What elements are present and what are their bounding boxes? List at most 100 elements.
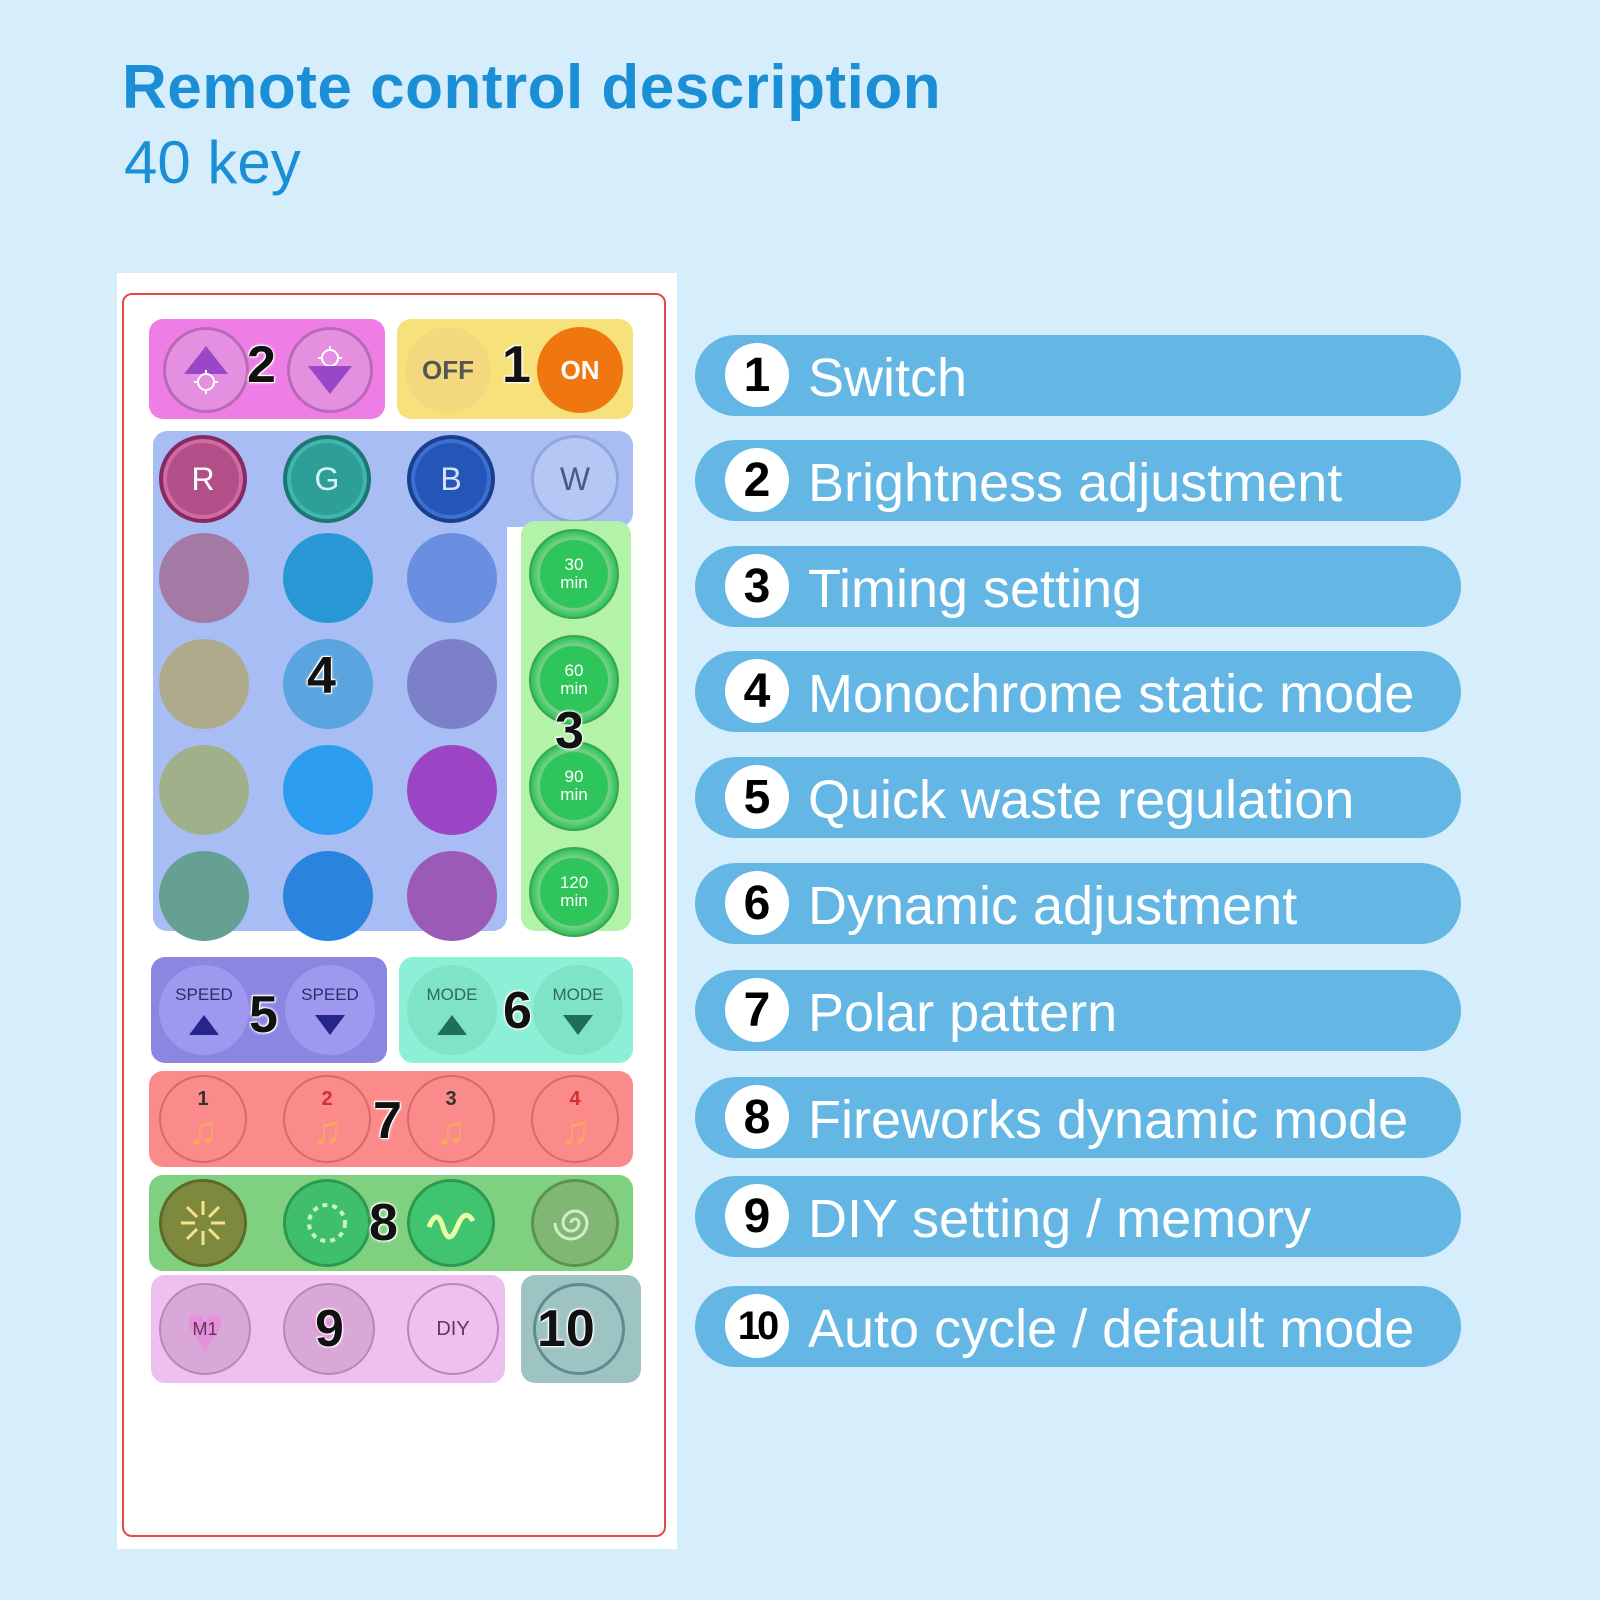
music-note-icon: ♫: [436, 1108, 466, 1153]
static-color-key[interactable]: [159, 745, 249, 835]
diy-label: DIY: [436, 1317, 470, 1340]
music-4-label: 4: [569, 1087, 581, 1110]
memory-heart-button[interactable]: ♥: [283, 1283, 375, 1375]
static-color-key[interactable]: [407, 533, 497, 623]
zone-number-8: 8: [369, 1194, 398, 1252]
legend-number: 10: [725, 1294, 789, 1358]
diy-button[interactable]: DIY: [407, 1283, 499, 1375]
speed-up-label: SPEED: [175, 985, 233, 1004]
legend-text: Quick waste regulation: [808, 770, 1355, 830]
page-subtitle: 40 key: [124, 129, 301, 196]
music-note-icon: ♫: [560, 1108, 590, 1153]
firework-4-button[interactable]: [531, 1179, 619, 1267]
legend-number: 2: [725, 448, 789, 512]
firework-ring-icon: [307, 1203, 347, 1243]
static-color-key[interactable]: [159, 533, 249, 623]
timer-30-value: 30: [564, 555, 584, 574]
legend-text: Auto cycle / default mode: [808, 1299, 1415, 1359]
off-button[interactable]: OFF: [405, 327, 491, 413]
page-title: Remote control description: [122, 53, 942, 122]
mode-down-button[interactable]: MODE: [533, 965, 623, 1055]
music-note-icon: ♫: [188, 1108, 218, 1153]
legend-row: 9 DIY setting / memory: [695, 1176, 1461, 1257]
static-color-key[interactable]: [159, 851, 249, 941]
heart-icon: ♥: [309, 1292, 349, 1366]
white-key-label: W: [559, 460, 591, 497]
blue-key[interactable]: B: [407, 435, 495, 523]
brightness-down-button[interactable]: [287, 327, 373, 413]
legend-number: 5: [725, 765, 789, 829]
music-1-label: 1: [197, 1087, 209, 1110]
legend-number: 7: [725, 978, 789, 1042]
legend-text: Timing setting: [808, 559, 1143, 619]
red-key[interactable]: R: [159, 435, 247, 523]
static-color-key[interactable]: [283, 533, 373, 623]
legend-row: 7 Polar pattern: [695, 970, 1461, 1051]
music-note-icon: ♫: [312, 1108, 342, 1153]
static-color-key[interactable]: [407, 639, 497, 729]
legend-text: Fireworks dynamic mode: [808, 1090, 1409, 1150]
legend-text: DIY setting / memory: [808, 1189, 1312, 1249]
static-color-key[interactable]: [283, 639, 373, 729]
off-label: OFF: [422, 354, 474, 385]
wave-icon: [426, 1212, 476, 1240]
green-key[interactable]: G: [283, 435, 371, 523]
music-4-button[interactable]: 4 ♫: [531, 1075, 619, 1163]
music-2-label: 2: [321, 1087, 333, 1110]
speed-up-button[interactable]: SPEED: [159, 965, 249, 1055]
static-color-key[interactable]: [283, 851, 373, 941]
zone-number-10: 10: [537, 1300, 595, 1358]
green-key-label: G: [314, 460, 340, 497]
red-key-label: R: [191, 460, 215, 497]
firework-burst-icon: [181, 1201, 225, 1245]
speed-down-label: SPEED: [301, 985, 359, 1004]
legend-number: 9: [725, 1184, 789, 1248]
music-3-button[interactable]: 3 ♫: [407, 1075, 495, 1163]
music-2-button[interactable]: 2 ♫: [283, 1075, 371, 1163]
firework-3-button[interactable]: [407, 1179, 495, 1267]
timer-120-value: 120: [559, 873, 589, 892]
arrow-down-icon: [315, 1015, 345, 1035]
firework-2-button[interactable]: [283, 1179, 371, 1267]
zone-number-1: 1: [502, 336, 531, 394]
memory-m1-button[interactable]: ♥ M1: [159, 1283, 251, 1375]
music-3-label: 3: [445, 1087, 457, 1110]
auto-cycle-button[interactable]: [533, 1283, 625, 1375]
timer-120-unit: min: [560, 891, 588, 910]
mode-down-label: MODE: [552, 985, 604, 1004]
brightness-up-button[interactable]: [163, 327, 249, 413]
legend-text: Brightness adjustment: [808, 453, 1343, 513]
remote-outline: [122, 293, 666, 1537]
timer-60-value: 60: [564, 661, 584, 680]
white-key[interactable]: W: [531, 435, 619, 523]
arrow-up-icon: [189, 1015, 219, 1035]
legend-number: 6: [725, 871, 789, 935]
legend-text: Polar pattern: [808, 983, 1118, 1043]
firework-1-button[interactable]: [159, 1179, 247, 1267]
legend-row: 2 Brightness adjustment: [695, 440, 1461, 521]
legend-number: 3: [725, 554, 789, 618]
static-color-key[interactable]: [407, 745, 497, 835]
blue-key-label: B: [440, 460, 462, 497]
mode-up-label: MODE: [426, 985, 478, 1004]
timer-60-unit: min: [560, 679, 588, 698]
timer-90-unit: min: [560, 785, 588, 804]
legend-text: Monochrome static mode: [808, 664, 1415, 724]
zone-number-5: 5: [249, 986, 278, 1044]
legend-text: Dynamic adjustment: [808, 876, 1298, 936]
legend-number: 1: [725, 343, 789, 407]
static-color-key[interactable]: [283, 745, 373, 835]
music-1-button[interactable]: 1 ♫: [159, 1075, 247, 1163]
static-color-key[interactable]: [407, 851, 497, 941]
on-button[interactable]: ON: [537, 327, 623, 413]
zone-number-4: 4: [307, 647, 336, 705]
speed-down-button[interactable]: SPEED: [285, 965, 375, 1055]
static-color-key[interactable]: [159, 639, 249, 729]
mode-up-button[interactable]: MODE: [407, 965, 497, 1055]
